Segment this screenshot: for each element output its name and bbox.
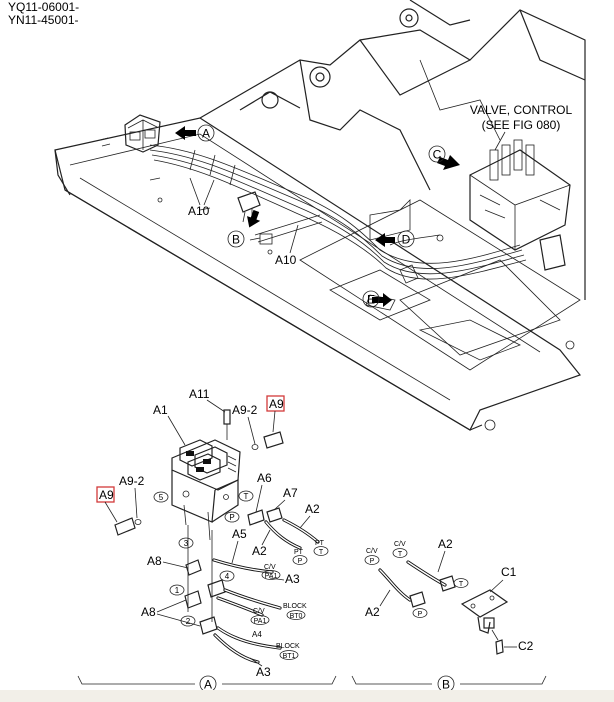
part-label-a5: A5 — [232, 527, 247, 541]
tag-t-b-right: T — [398, 551, 403, 558]
tag-t-b-hose: T — [459, 581, 464, 588]
direction-arrows — [175, 126, 460, 307]
part-label-a3-upper: A3 — [285, 572, 300, 586]
serial-number-2: YN11-45001- — [8, 13, 79, 27]
part-label-a1: A1 — [153, 403, 168, 417]
tag-cv-b-left: C/V — [366, 548, 378, 555]
part-label-a6: A6 — [257, 471, 272, 485]
part-label-a11: A11 — [189, 387, 210, 401]
tag-pt-t: T — [319, 549, 324, 556]
valve-control-label: VALVE, CONTROL — [470, 103, 573, 117]
tag-cv-b-right: C/V — [394, 541, 406, 548]
serial-number-1: YQ11-06001- — [8, 0, 80, 14]
a10-label-center: A10 — [275, 253, 297, 267]
part-label-a9-2-top: A9-2 — [232, 403, 258, 417]
serial-block: YQ11-06001- YN11-45001- — [8, 1, 79, 27]
tag-pt: PT — [294, 549, 304, 556]
tag-cv-lower: C/V — [253, 608, 265, 615]
section-brackets: A B — [77, 675, 547, 693]
part-label-a2-mid: A2 — [252, 544, 267, 558]
port-number-1: 1 — [175, 586, 180, 595]
main-hose-bundle — [149, 144, 527, 284]
callout-e: E — [367, 293, 375, 307]
tag-block-lower: BLOCK — [276, 643, 300, 650]
tag-pa1-upper: PA1 — [265, 573, 278, 580]
detail-b-sensor-assembly — [378, 560, 509, 655]
detail-b-labels: C/V P C/V T A2 T P A2 C1 C2 — [364, 537, 534, 653]
part-label-a2-b-lower: A2 — [365, 605, 380, 619]
detail-a-labels: A11 A1 A9-2 A9 A9-2 A9 A6 A7 A2 A2 A5 A8 — [96, 387, 329, 679]
tag-bt1: BT1 — [283, 653, 296, 660]
a10-label-left: A10 — [188, 204, 210, 218]
part-label-c2: C2 — [518, 639, 534, 653]
port-number-3: 3 — [184, 539, 189, 548]
detail-a-solenoid-valve — [114, 409, 320, 664]
solenoid-block-main — [124, 114, 161, 153]
callout-a: A — [202, 127, 210, 141]
control-valve-assembly — [469, 139, 571, 271]
part-label-a3-lower: A3 — [256, 665, 271, 679]
tag-pt-p: P — [298, 558, 303, 565]
part-label-c1: C1 — [501, 565, 517, 579]
tag-pt-upper: PT — [315, 540, 325, 547]
tag-pa1-lower: PA1 — [254, 618, 267, 625]
tag-block-upper: BLOCK — [283, 603, 307, 610]
port-letter-p: P — [229, 513, 234, 522]
part-label-a8-upper: A8 — [147, 554, 162, 568]
part-label-a2-b-upper: A2 — [438, 537, 453, 551]
tag-p-b-left: P — [370, 558, 375, 565]
main-callouts: A B C D E — [197, 124, 446, 308]
part-label-a9-left: A9 — [99, 488, 114, 502]
valve-reference-label: (SEE FIG 080) — [482, 118, 561, 132]
callout-d: D — [402, 233, 411, 247]
part-label-a9-2-left: A9-2 — [119, 474, 145, 488]
section-a-label: A — [204, 678, 212, 692]
part-label-a9-top: A9 — [269, 397, 284, 411]
tag-p-b-hose: P — [418, 611, 423, 618]
callout-c: C — [433, 148, 442, 162]
callout-b: B — [232, 233, 240, 247]
tag-bt0: BT0 — [290, 613, 303, 620]
port-number-2: 2 — [186, 617, 191, 626]
part-label-a2-upper: A2 — [305, 502, 320, 516]
part-label-a7: A7 — [283, 486, 298, 500]
part-label-a8-lower: A8 — [141, 605, 156, 619]
part-label-a4: A4 — [252, 630, 262, 639]
tag-cv-upper: C/V — [264, 564, 276, 571]
main-machine-frame — [54, 0, 586, 431]
port-letter-t: T — [244, 492, 249, 501]
bottom-bar — [0, 690, 614, 702]
port-number-4: 4 — [225, 572, 230, 581]
section-b-label: B — [442, 678, 450, 692]
port-number-5: 5 — [159, 493, 164, 502]
